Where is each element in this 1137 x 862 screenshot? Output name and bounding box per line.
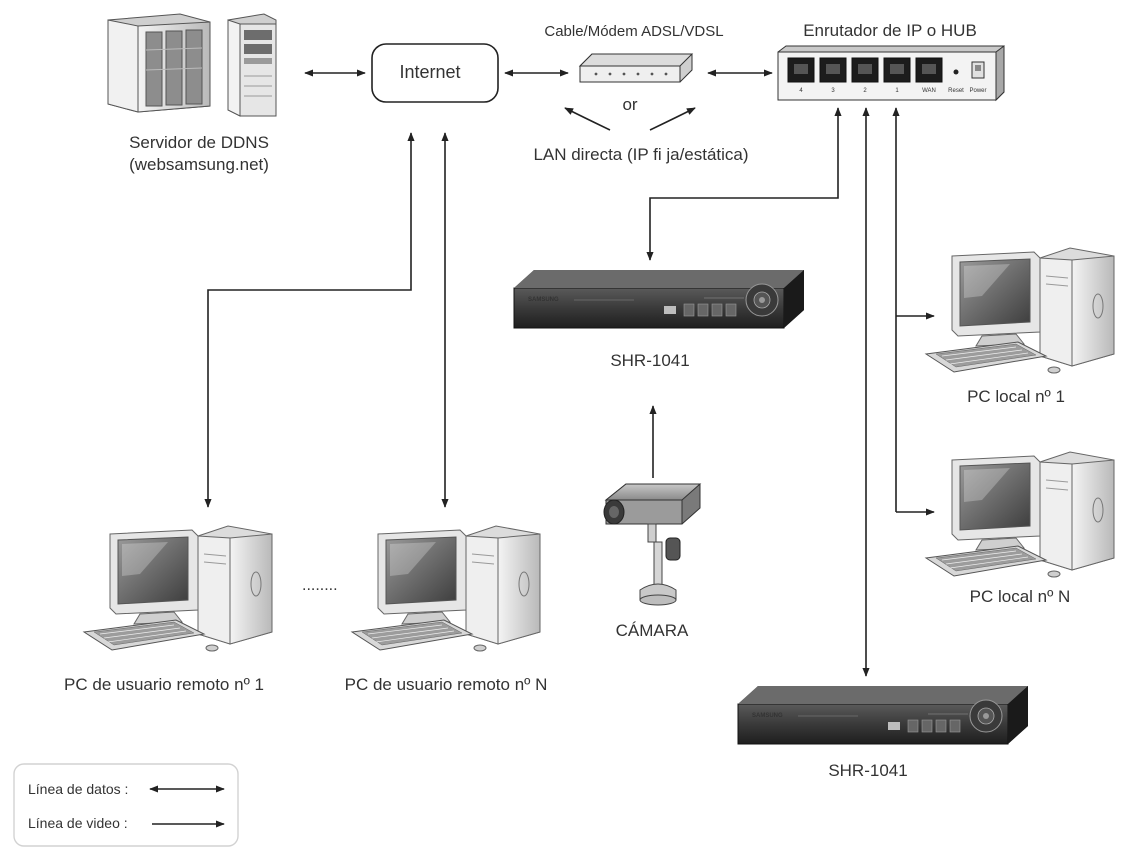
dvr-top-brand: SAMSUNG (528, 297, 559, 303)
dvr-top: SAMSUNG SHR-1041 (513, 269, 805, 370)
dvr-bottom-icon: SAMSUNG (737, 685, 1029, 745)
router-reset-label: Reset (948, 88, 964, 94)
pc-remote-1-label: PC de usuario remoto nº 1 (64, 675, 264, 694)
internet-node: Internet (371, 43, 499, 103)
dvr-top-label: SHR-1041 (610, 351, 689, 370)
pc-remote-n-icon (351, 525, 541, 652)
lan-direct-label: LAN directa (IP fi ja/estática) (533, 145, 748, 164)
pc-local-n: PC local nº N (925, 451, 1115, 606)
router-port-wan-label: WAN (922, 88, 936, 94)
camera: CÁMARA (603, 483, 702, 640)
pc-local-1-icon (925, 247, 1115, 374)
modem-or-label: or (622, 95, 637, 114)
router-reset-button-icon (953, 69, 959, 75)
router-port-3-label: 3 (831, 88, 835, 94)
pc-local-1-label: PC local nº 1 (967, 387, 1065, 406)
link-internet-remote-pc-1 (204, 132, 415, 508)
modem-label: Cable/Módem ADSL/VDSL (544, 23, 723, 40)
pc-local-1: PC local nº 1 (925, 247, 1115, 406)
pc-local-n-label: PC local nº N (970, 587, 1071, 606)
dvr-top-icon: SAMSUNG (513, 269, 805, 329)
legend-data-line-label: Línea de datos : (28, 781, 128, 797)
router: Enrutador de IP o HUB 4 3 2 1 WAN Reset (777, 21, 1005, 102)
internet-cloud-box (371, 43, 499, 103)
internet-label: Internet (399, 62, 460, 82)
connections (204, 69, 935, 677)
ddns-url-label: (websamsung.net) (129, 155, 269, 174)
camera-label: CÁMARA (616, 621, 689, 640)
server-tower-icon (227, 13, 277, 117)
router-power-label: Power (969, 88, 986, 94)
router-label: Enrutador de IP o HUB (803, 21, 977, 40)
modem: Cable/Módem ADSL/VDSL or LAN directa (IP… (533, 23, 748, 164)
router-ports: 4 3 2 1 WAN Reset Power (787, 57, 987, 94)
pc-local-n-icon (925, 451, 1115, 578)
legend: Línea de datos : Línea de video : (13, 763, 239, 847)
lan-arrow-left (564, 107, 611, 131)
dvr-bottom-brand: SAMSUNG (752, 713, 783, 719)
pc-remote-n-label: PC de usuario remoto nº N (345, 675, 548, 694)
lan-arrow-right (649, 107, 696, 131)
dvr-bottom-label: SHR-1041 (828, 761, 907, 780)
pc-remote-1-icon (83, 525, 273, 652)
legend-video-line-label: Línea de video : (28, 815, 128, 831)
remote-pcs-ellipsis: ........ (302, 577, 338, 594)
legend-box (13, 763, 239, 847)
router-port-4-label: 4 (799, 88, 803, 94)
router-port-2-label: 2 (863, 88, 867, 94)
modem-icon (578, 53, 694, 83)
pc-remote-1: PC de usuario remoto nº 1 (64, 525, 273, 694)
dvr-bottom: SAMSUNG SHR-1041 (737, 685, 1029, 780)
camera-icon (603, 483, 702, 606)
ddns-server-label: Servidor de DDNS (129, 133, 269, 152)
link-router-dvr-top (646, 107, 842, 261)
pc-remote-n: PC de usuario remoto nº N (345, 525, 548, 694)
router-port-1-label: 1 (895, 88, 899, 94)
ddns-server: Servidor de DDNS (websamsung.net) (107, 13, 277, 174)
server-rack-icon (107, 13, 211, 113)
